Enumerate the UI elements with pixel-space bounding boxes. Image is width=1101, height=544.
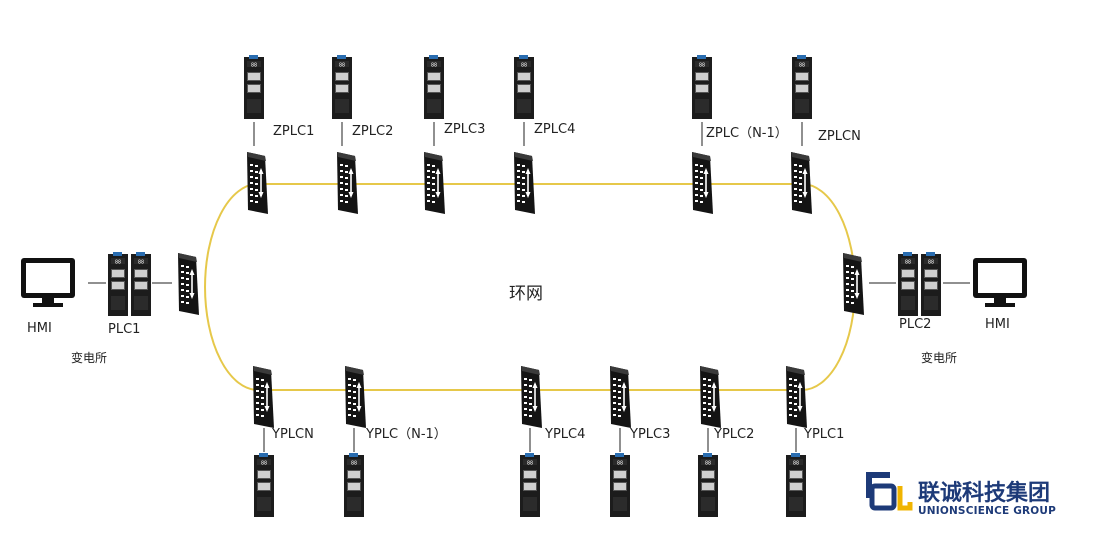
bottom-node-1-switch-icon <box>252 365 275 429</box>
left-station-switch-icon <box>177 252 200 316</box>
right-hmi-label: HMI <box>985 317 1010 332</box>
top-node-4: ZPLC4 <box>513 55 575 215</box>
left-hmi-label: HMI <box>27 321 52 336</box>
right-hmi-monitor-icon <box>973 258 1027 307</box>
right-plc-module-a <box>898 252 918 316</box>
top-node-5-switch-icon <box>691 151 714 215</box>
left-station-label: 变电所 <box>71 350 107 365</box>
left-station: HMI PLC1 变电所 <box>21 252 200 365</box>
left-plc-module-b <box>131 252 151 316</box>
top-node-4-label: ZPLC4 <box>534 122 575 137</box>
top-node-3-switch-icon <box>423 151 446 215</box>
bottom-node-5-switch-icon <box>699 365 722 429</box>
bottom-node-3-switch-icon <box>520 365 543 429</box>
top-node-4-switch-icon <box>513 151 536 215</box>
brand-name-en: UNIONSCIENCE GROUP <box>918 505 1056 517</box>
top-node-5: ZPLC（N-1） <box>691 55 788 215</box>
brand-name-cn: 联诚科技集团 <box>918 480 1050 506</box>
top-node-1: ZPLC1 <box>244 55 314 215</box>
left-plc-label: PLC1 <box>108 322 140 337</box>
bottom-node-6-switch-icon <box>785 365 808 429</box>
top-node-3-plc-icon <box>424 55 444 119</box>
bottom-node-4-label: YPLC3 <box>629 427 670 442</box>
bottom-node-3: YPLC4 <box>520 365 585 517</box>
top-node-2: ZPLC2 <box>332 55 393 215</box>
bottom-node-1-label: YPLCN <box>271 427 314 442</box>
top-node-6-plc-icon <box>792 55 812 119</box>
bottom-node-6-label: YPLC1 <box>803 427 844 442</box>
left-plc-module-a <box>108 252 128 316</box>
right-station-label: 变电所 <box>921 350 957 365</box>
bottom-node-5-label: YPLC2 <box>713 427 754 442</box>
bottom-node-2-plc-icon <box>344 453 364 517</box>
right-plc-label: PLC2 <box>899 317 931 332</box>
top-node-1-switch-icon <box>246 151 269 215</box>
bottom-node-5-plc-icon <box>698 453 718 517</box>
bottom-node-1-plc-icon <box>254 453 274 517</box>
bottom-node-2: YPLC（N-1） <box>344 365 447 517</box>
bottom-node-6-plc-icon <box>786 453 806 517</box>
top-node-2-label: ZPLC2 <box>352 124 393 139</box>
bottom-node-3-label: YPLC4 <box>544 427 585 442</box>
bottom-node-4-switch-icon <box>609 365 632 429</box>
bottom-node-4-plc-icon <box>610 453 630 517</box>
top-node-1-label: ZPLC1 <box>273 124 314 139</box>
top-node-1-plc-icon <box>244 55 264 119</box>
right-station-switch-icon <box>842 252 865 316</box>
brand-mark-icon <box>866 472 913 511</box>
right-station: PLC2 HMI 变电所 <box>842 252 1027 365</box>
ring-network-label: 环网 <box>509 284 543 304</box>
top-node-6-label: ZPLCN <box>818 129 861 144</box>
left-hmi-monitor-icon <box>21 258 75 307</box>
top-node-3: ZPLC3 <box>423 55 485 215</box>
top-node-4-plc-icon <box>514 55 534 119</box>
bottom-node-2-label: YPLC（N-1） <box>365 427 447 442</box>
top-node-3-label: ZPLC3 <box>444 122 485 137</box>
bottom-node-1: YPLCN <box>252 365 314 517</box>
top-node-2-plc-icon <box>332 55 352 119</box>
top-node-6-switch-icon <box>790 151 813 215</box>
top-node-2-switch-icon <box>336 151 359 215</box>
top-node-6: ZPLCN <box>790 55 861 215</box>
top-node-5-label: ZPLC（N-1） <box>706 126 788 141</box>
bottom-node-5: YPLC2 <box>698 365 754 517</box>
brand-logo: 联诚科技集团 UNIONSCIENCE GROUP <box>866 472 1056 517</box>
top-node-5-plc-icon <box>692 55 712 119</box>
bottom-node-2-switch-icon <box>344 365 367 429</box>
right-plc-module-b <box>921 252 941 316</box>
bottom-node-4: YPLC3 <box>609 365 670 517</box>
bottom-node-6: YPLC1 <box>785 365 844 517</box>
bottom-node-3-plc-icon <box>520 453 540 517</box>
